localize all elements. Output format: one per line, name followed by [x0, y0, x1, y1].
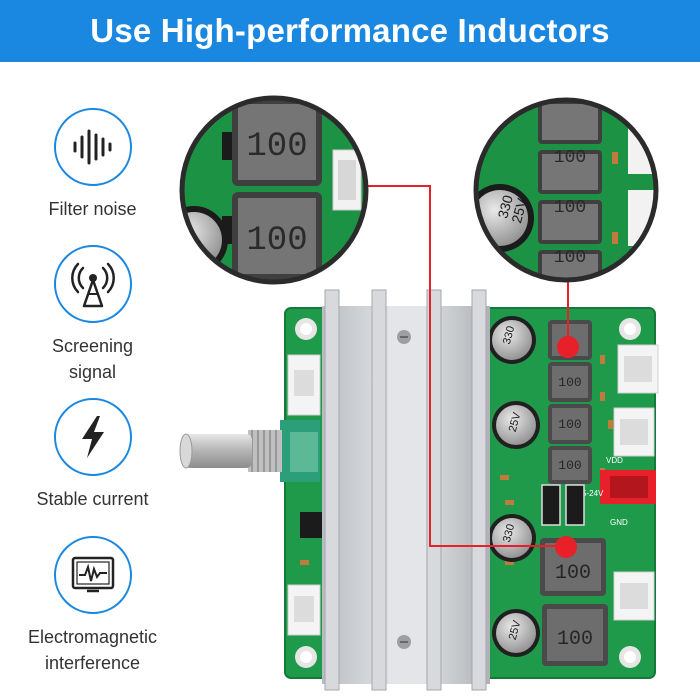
- inductor-marking: 100: [554, 198, 586, 218]
- inductor-marking: 100: [555, 562, 591, 585]
- potentiometer: [179, 420, 320, 482]
- connector-right-1: [617, 344, 659, 394]
- capacitor: [488, 316, 540, 657]
- feature-label: Screening signal: [0, 333, 185, 385]
- feature-label-line2: signal: [68, 362, 117, 382]
- capacitor-marking: 330: [501, 523, 517, 544]
- zoom-lens-left: 100 100: [179, 95, 369, 285]
- connector-right-2: [613, 407, 655, 457]
- connector-left-bottom: [287, 584, 321, 636]
- ic-chip: [300, 512, 322, 538]
- feature-label: Electromagnetic interference: [0, 624, 185, 676]
- sound-wave-icon: [53, 108, 132, 186]
- inductor-marking: 100: [246, 128, 307, 166]
- capacitor-marking: 25V: [507, 411, 524, 434]
- feature-filter-noise: Filter noise: [0, 108, 185, 222]
- header-banner: Use High-performance Inductors: [0, 0, 700, 62]
- inductor-marking: 100: [558, 417, 581, 432]
- feature-electromagnetic-interference: Electromagnetic interference: [0, 536, 185, 676]
- connector-right-3: [613, 571, 655, 621]
- capacitor-marking: 25V: [508, 196, 530, 225]
- capacitor-marking: 25V: [507, 619, 524, 642]
- capacitor-marking: 330: [501, 325, 517, 346]
- inductor-marking: 100: [558, 458, 581, 473]
- callout-lines: [362, 185, 569, 547]
- inductor-marking: 100: [554, 148, 586, 168]
- inductor-marking: 100: [554, 248, 586, 268]
- heatsink: [322, 289, 490, 691]
- feature-label-line1: Screening: [51, 336, 134, 356]
- inductor-marking: 100: [557, 628, 593, 651]
- voltage-label: 5-24V: [582, 489, 604, 498]
- inductor-marking: 100: [246, 222, 307, 260]
- highlight-dot: [555, 536, 577, 558]
- feature-label: Filter noise: [48, 199, 137, 219]
- feature-label-line1: Electromagnetic: [27, 627, 158, 647]
- page-title: Use High-performance Inductors: [90, 12, 610, 49]
- mounting-hole: [295, 318, 641, 668]
- feature-label-line2: interference: [44, 653, 141, 673]
- gnd-label: GND: [610, 518, 628, 527]
- antenna-tower-icon: [53, 245, 132, 323]
- feature-stable-current: Stable current: [0, 398, 185, 512]
- lightning-bolt-icon: [53, 398, 132, 476]
- vdd-label: VDD: [606, 456, 623, 465]
- highlight-dot: [557, 336, 579, 358]
- oscilloscope-monitor-icon: [53, 536, 132, 614]
- feature-label: Stable current: [36, 489, 149, 509]
- feature-screening-signal: Screening signal: [0, 245, 185, 385]
- zoom-lens-right: 100 100 100 330 25V: [473, 97, 659, 283]
- connector-left-top: [287, 354, 321, 416]
- inductor-marking: 100: [558, 375, 581, 390]
- capacitor-marking: 330: [494, 193, 516, 220]
- power-connector: [600, 470, 656, 504]
